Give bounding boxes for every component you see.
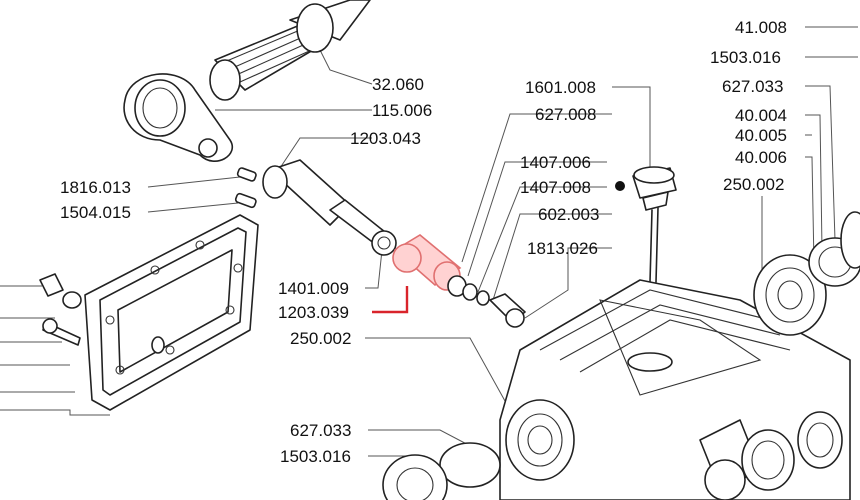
label-250-002-right: 250.002 <box>723 175 784 194</box>
pins <box>234 167 257 209</box>
bearing-right <box>753 211 860 336</box>
bearing-left <box>382 399 575 500</box>
label-1503-016-bottom: 1503.016 <box>280 447 351 466</box>
label-1601-008: 1601.008 <box>525 78 596 97</box>
part-labels: 41.008 1503.016 627.033 40.004 40.005 40… <box>60 18 787 466</box>
label-602-003: 602.003 <box>538 205 599 224</box>
small-seals <box>447 181 625 328</box>
crosshead-1203-043 <box>262 159 397 256</box>
label-40-006: 40.006 <box>735 148 787 167</box>
label-1813-026: 1813.026 <box>527 239 598 258</box>
leader-lines <box>0 26 858 471</box>
cover-plate <box>39 214 259 411</box>
label-1407-008: 1407.008 <box>520 178 591 197</box>
label-1407-006: 1407.006 <box>520 153 591 172</box>
shaft-32-060 <box>209 0 371 101</box>
label-1816-013: 1816.013 <box>60 178 131 197</box>
label-115-006: 115.006 <box>372 101 432 120</box>
label-1504-015: 1504.015 <box>60 203 131 222</box>
highlight-pointer <box>372 286 409 314</box>
oil-cap-1601-008 <box>632 166 677 283</box>
crankcase <box>499 279 851 500</box>
label-1401-009: 1401.009 <box>278 279 349 298</box>
label-40-005: 40.005 <box>735 126 787 145</box>
label-1503-016-top: 1503.016 <box>710 48 781 67</box>
label-32-060: 32.060 <box>372 75 424 94</box>
label-250-002-mid: 250.002 <box>290 329 351 348</box>
label-41-008: 41.008 <box>735 18 787 37</box>
label-40-004: 40.004 <box>735 106 787 125</box>
label-1203-043: 1203.043 <box>350 129 421 148</box>
label-627-033-top: 627.033 <box>722 77 783 96</box>
label-627-008: 627.008 <box>535 105 596 124</box>
label-627-033-bottom: 627.033 <box>290 421 351 440</box>
connecting-rod-115-006 <box>123 73 233 162</box>
label-1203-039: 1203.039 <box>278 303 349 322</box>
